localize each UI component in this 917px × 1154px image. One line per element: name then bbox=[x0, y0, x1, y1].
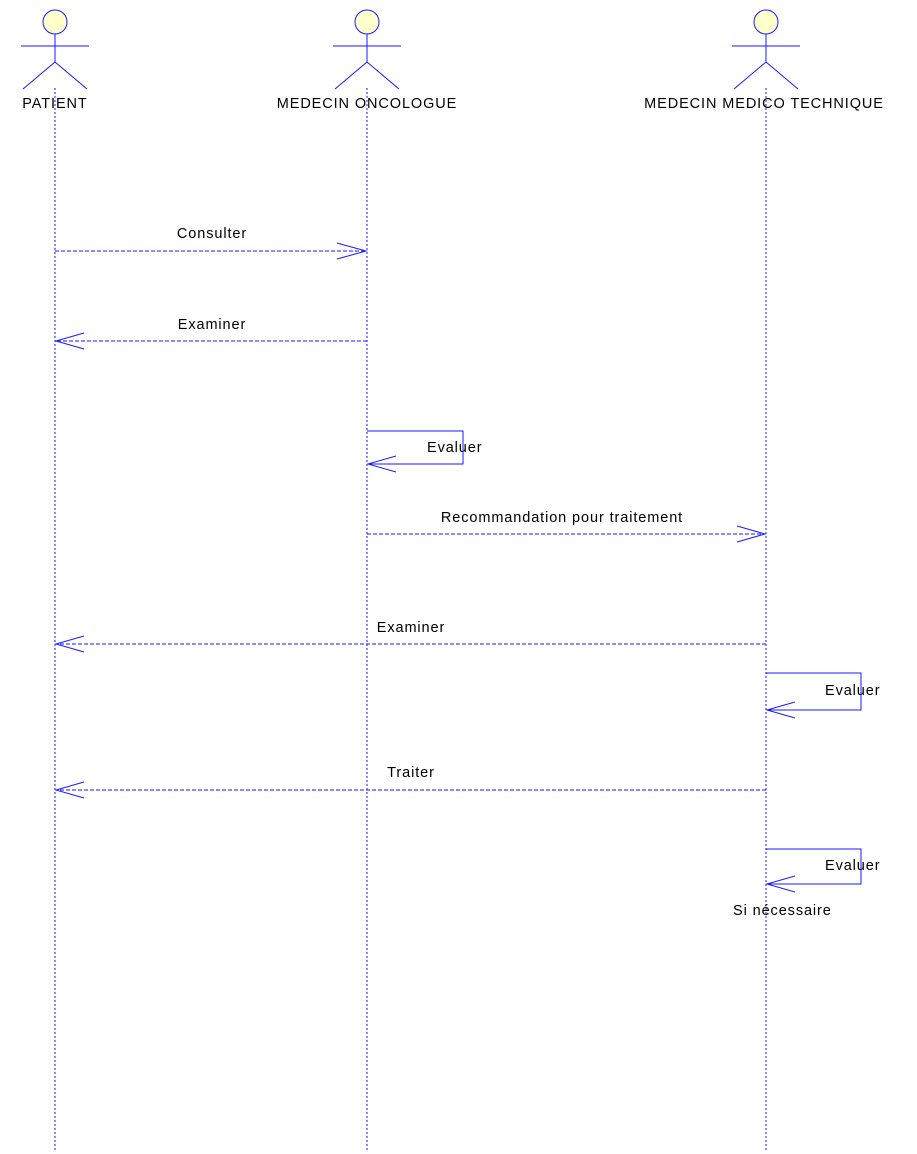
message-label: Examiner bbox=[377, 620, 445, 636]
message-label: Evaluer bbox=[825, 858, 880, 874]
self-message-line bbox=[766, 848, 862, 885]
message-evaluer-3[interactable]: Evaluer bbox=[765, 848, 880, 893]
message-traiter[interactable]: Traiter bbox=[54, 765, 766, 799]
actor-name-medecin-medico-technique: MEDECIN MEDICO TECHNIQUE bbox=[644, 96, 884, 112]
message-evaluer-1[interactable]: Evaluer bbox=[366, 430, 482, 473]
message-label: Traiter bbox=[387, 765, 435, 781]
arrow-left-icon bbox=[54, 781, 85, 799]
arrow-left-icon bbox=[765, 701, 796, 719]
actor-head-icon bbox=[354, 9, 380, 35]
message-label: Evaluer bbox=[427, 440, 482, 456]
actor-head-icon bbox=[42, 9, 68, 35]
actor-left-leg-icon bbox=[733, 61, 767, 90]
actor-head-icon bbox=[753, 9, 779, 35]
arrow-left-icon bbox=[54, 332, 85, 350]
actor-left-leg-icon bbox=[22, 61, 56, 90]
actor-left-leg-icon bbox=[334, 61, 368, 90]
self-message-line bbox=[766, 672, 862, 711]
arrow-right-icon bbox=[336, 242, 368, 260]
actor-patient[interactable]: PATIENT bbox=[21, 9, 89, 112]
message-label: Examiner bbox=[178, 317, 246, 333]
actor-right-leg-icon bbox=[366, 61, 400, 90]
actor-right-leg-icon bbox=[765, 61, 799, 90]
message-examiner-2[interactable]: Examiner bbox=[54, 620, 766, 653]
message-label: Recommandation pour traitement bbox=[441, 510, 683, 526]
arrow-left-icon bbox=[765, 875, 796, 893]
actor-medecin-medico-technique[interactable]: MEDECIN MEDICO TECHNIQUE bbox=[644, 9, 884, 112]
message-recommandation[interactable]: Recommandation pour traitement bbox=[367, 510, 767, 543]
message-evaluer-2[interactable]: Evaluer bbox=[765, 672, 880, 719]
self-message-line bbox=[367, 430, 464, 465]
arrow-left-icon bbox=[366, 455, 397, 473]
actor-right-leg-icon bbox=[54, 61, 88, 90]
message-consulter[interactable]: Consulter bbox=[55, 226, 368, 260]
message-examiner-1[interactable]: Examiner bbox=[54, 317, 367, 350]
message-label: Consulter bbox=[177, 226, 247, 242]
arrow-right-icon bbox=[736, 525, 767, 543]
note-si-necessaire: Si nécessaire bbox=[733, 903, 832, 919]
arrow-left-icon bbox=[54, 635, 85, 653]
message-label: Evaluer bbox=[825, 683, 880, 699]
